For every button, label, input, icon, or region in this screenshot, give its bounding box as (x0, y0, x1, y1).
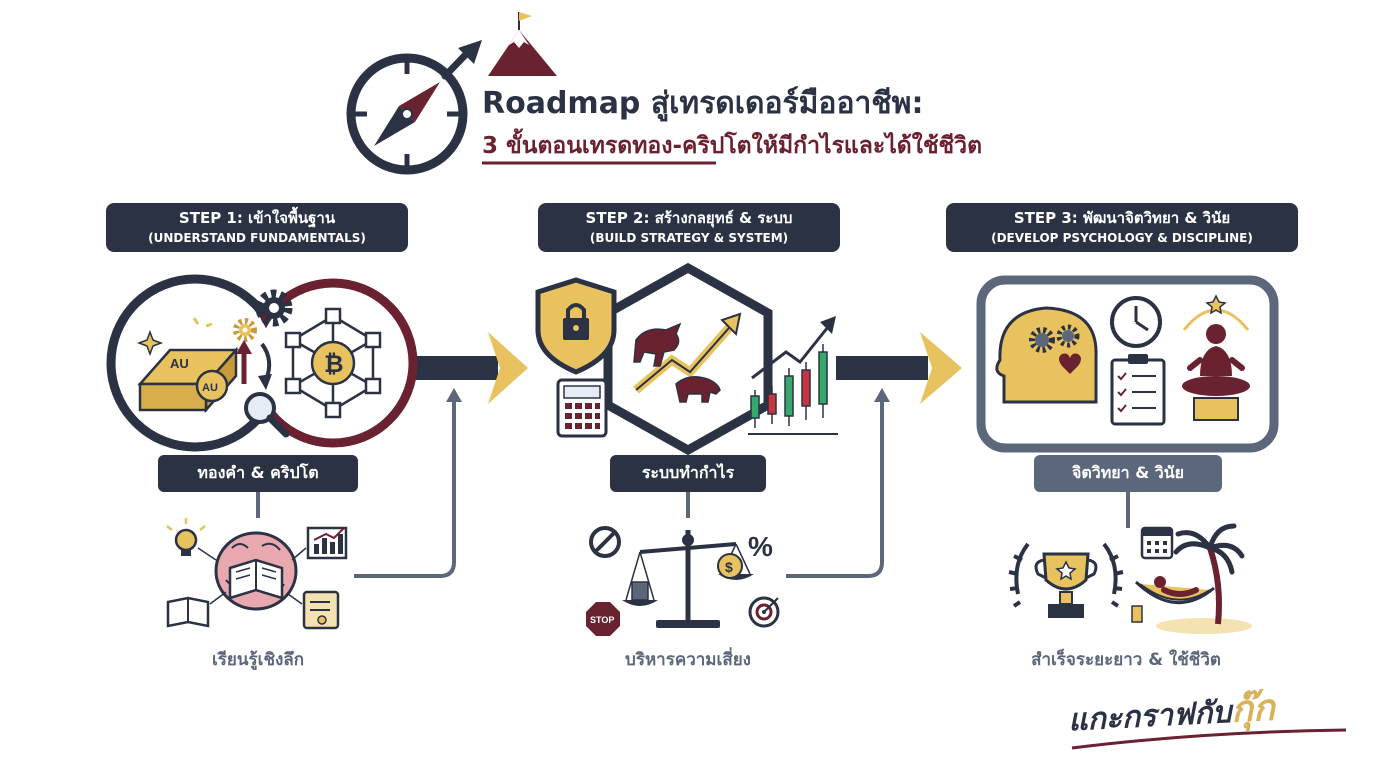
step3-badge: STEP 3: พัฒนาจิตวิทยา & วินัย (DEVELOP P… (946, 203, 1298, 252)
stop-sign-label: STOP (590, 615, 614, 625)
step-arrow-2 (836, 332, 962, 404)
magnifier-icon (244, 392, 290, 438)
step1-caption: เรียนรู้เชิงลึก (211, 650, 304, 670)
step3-heading: STEP 3: พัฒนาจิตวิทยา & วินัย (1013, 209, 1231, 227)
gold-bar-icon: AU AU (136, 317, 239, 414)
step1-heading: STEP 1: เข้าใจพื้นฐาน (178, 209, 336, 227)
connector-arrowhead-2 (874, 388, 890, 402)
step1-label: ทองคำ & คริปโต (158, 455, 358, 492)
step1-subheading: (UNDERSTAND FUNDAMENTALS) (148, 231, 366, 245)
step3-label: จิตวิทยา & วินัย (1034, 455, 1222, 492)
step1-badge: STEP 1: เข้าใจพื้นฐาน (UNDERSTAND FUNDAM… (106, 203, 408, 252)
gold-coin-label: AU (202, 382, 218, 394)
checklist-icon (1110, 354, 1166, 426)
svg-text:₿: ₿ (324, 351, 344, 378)
signature-text: แกะกราฟกับ (1067, 694, 1233, 739)
calendar-icon (1140, 526, 1174, 560)
meditation-icon (1182, 294, 1250, 421)
stop-sign-icon: STOP (586, 602, 620, 636)
cycle-arrows-icon (236, 340, 272, 390)
brain-book-icon (214, 531, 298, 611)
step2-label: ระบบทำกำไร (610, 455, 766, 492)
step2-heading: STEP 2: สร้างกลยุทธ์ & ระบบ (585, 209, 793, 227)
page-subtitle: 3 ขั้นตอนเทรดทอง-คริปโตให้มีกำไรและได้ใช… (482, 133, 983, 159)
step3-caption: สำเร็จระยะยาว & ใช้ชีวิต (1031, 650, 1221, 670)
step2-badge: STEP 2: สร้างกลยุทธ์ & ระบบ (BUILD STRAT… (538, 203, 840, 252)
percent-icon: % (748, 531, 773, 562)
signature-underline (1071, 728, 1347, 750)
gear-icon (233, 289, 293, 342)
signature-logo: แกะกราฟกับกุ๊ก (1067, 679, 1276, 747)
open-book-icon (166, 596, 210, 628)
page-title: Roadmap สู่เทรดเดอร์มืออาชีพ: (482, 86, 924, 121)
compass-icon (346, 40, 482, 175)
mountain-flag-icon (488, 12, 557, 76)
coin-label: $ (725, 559, 733, 575)
hexagon-frame (603, 262, 773, 456)
bull-bear-icon (633, 312, 742, 403)
brain-link-lines (197, 547, 307, 605)
shield-lock-icon (535, 277, 617, 375)
step2-subheading: (BUILD STRATEGY & SYSTEM) (589, 231, 789, 245)
candlestick-chart-icon (748, 316, 838, 435)
bar-chart-icon (306, 526, 348, 560)
target-icon (748, 596, 780, 628)
step-arrow-1 (408, 332, 528, 404)
trophy-icon (1008, 542, 1124, 618)
gold-bar-label: AU (170, 356, 189, 371)
calculator-icon (556, 378, 608, 438)
balance-scale-icon: $ (622, 530, 754, 628)
bitcoin-network-icon: ₿ (284, 307, 382, 419)
step3-subheading: (DEVELOP PSYCHOLOGY & DISCIPLINE) (991, 231, 1253, 245)
lightbulb-icon (166, 518, 206, 556)
signature-accent: กุ๊ก (1230, 686, 1276, 731)
head-gears-icon (995, 306, 1098, 404)
certificate-icon (302, 590, 340, 630)
connector-lines (256, 398, 1130, 578)
connector-arrowhead-1 (446, 388, 462, 402)
hammock-palm-icon (1131, 523, 1252, 634)
clock-icon (1110, 296, 1162, 348)
no-sign-icon (589, 526, 621, 558)
step2-caption: บริหารความเสี่ยง (625, 650, 751, 670)
